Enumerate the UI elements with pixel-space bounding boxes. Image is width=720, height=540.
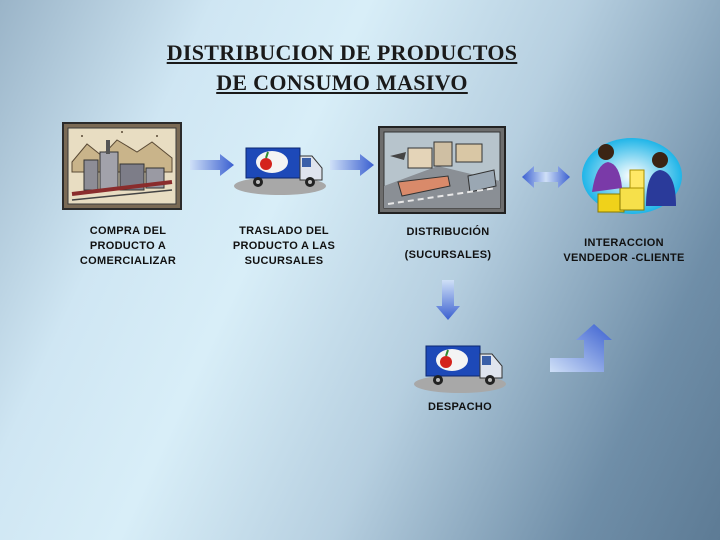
step-label-distribucion: DISTRIBUCIÓN: [406, 226, 490, 238]
arrow-down-icon: [436, 280, 460, 320]
city-distribution-picture-icon: [378, 126, 506, 214]
step-label-traslado: TRASLADO DEL PRODUCTO A LAS SUCURSALES: [232, 225, 336, 267]
arrow-bidirectional-icon: [522, 166, 570, 188]
arrow-right-icon: [330, 154, 374, 176]
delivery-truck-icon: [414, 345, 506, 393]
vendor-client-interaction-icon: [582, 138, 682, 214]
diagram-title-line-1: DISTRIBUCION DE PRODUCTOS: [166, 40, 518, 65]
delivery-truck-icon: [234, 147, 326, 195]
step-label-despacho: DESPACHO: [428, 401, 492, 413]
diagram-title-line-2: DE CONSUMO MASIVO: [216, 70, 468, 95]
step-label-compra: COMPRA DEL PRODUCTO A COMERCIALIZAR: [79, 225, 177, 267]
factory-picture-icon: [62, 122, 182, 210]
step-label-interaccion: INTERACCION VENDEDOR -CLIENTE: [563, 237, 685, 264]
arrow-corner-up-icon: [550, 324, 612, 372]
step-label-sucursales: (SUCURSALES): [404, 249, 492, 261]
arrow-right-icon: [190, 154, 234, 176]
